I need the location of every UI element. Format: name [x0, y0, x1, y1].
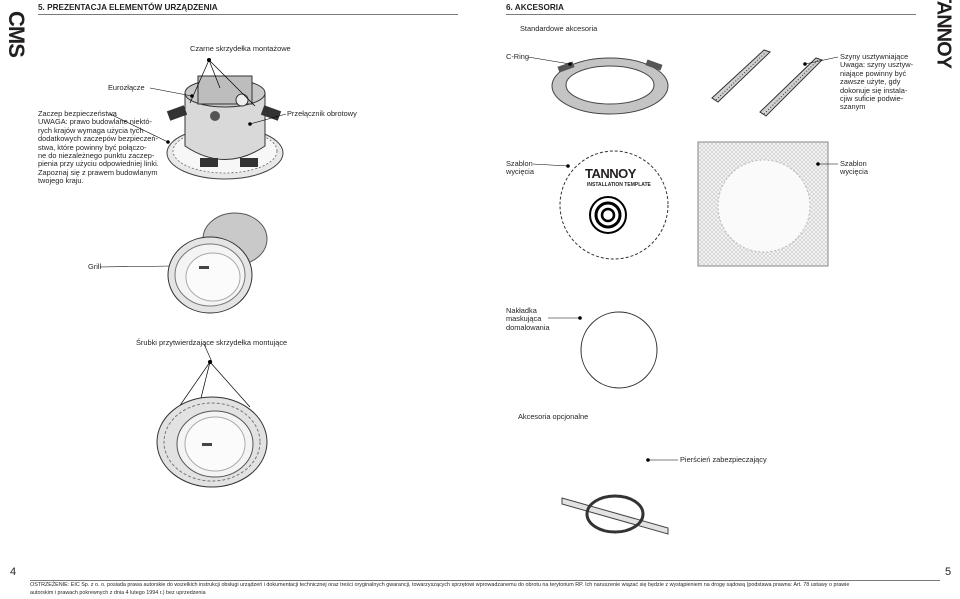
speaker-front-illustration [167, 212, 268, 314]
label-srubki: Śrubki przytwierdzające skrzydełka montu… [136, 338, 288, 347]
label-szablon-right: Szablon wycięcia [840, 159, 868, 177]
mesh-template-illustration [697, 141, 829, 267]
label-szyny: Szyny usztywniające Uwaga: szyny usztyw-… [840, 52, 914, 112]
c-ring-illustration [551, 57, 669, 115]
right-section-title: 6. AKCESORIA [506, 3, 564, 12]
footer-warning-line1: OSTRZEŻENIE: EIC Sp. z o. o. posiada pra… [30, 582, 850, 588]
footer-rule [30, 580, 940, 581]
label-pierscien: Pierścień zabezpieczający [680, 455, 767, 464]
label-grill: Grill [88, 262, 102, 271]
page-number-right: 5 [945, 566, 952, 578]
label-akcesoria-opcjonalne: Akcesoria opcjonalne [518, 412, 589, 421]
template-caption: INSTALLATION TEMPLATE [587, 182, 651, 188]
label-eurozlacze: Eurozłącze [108, 83, 145, 92]
label-szablon-left: Szablon wycięcia [506, 159, 534, 177]
label-nakladka: Nakładka maskująca domalowania [506, 306, 550, 332]
label-zaczep-bezpieczenstwa: Zaczep bezpieczeństwa UWAGA: prawo budow… [38, 109, 159, 186]
template-logo: TANNOY [585, 166, 636, 181]
installation-template-illustration [559, 150, 669, 260]
left-header-rule [38, 14, 458, 15]
label-przelacznik: Przełącznik obrotowy [287, 109, 357, 118]
paint-mask-illustration [580, 311, 658, 389]
tie-bars-illustration [711, 49, 823, 117]
speaker-rear-illustration [166, 58, 284, 180]
page-number-left: 4 [10, 566, 17, 578]
subtitle-standardowe: Standardowe akcesoria [520, 24, 598, 33]
label-czarne-skrzydelka: Czarne skrzydełka montażowe [190, 44, 291, 53]
safety-ring-illustration [561, 494, 669, 535]
left-section-title: 5. PREZENTACJA ELEMENTÓW URZĄDZENIA [38, 3, 218, 12]
label-c-ring: C-Ring [506, 52, 529, 61]
speaker-screws-illustration [156, 360, 268, 488]
footer-warning-line2: autorskim i prawach pokrewnych z dnia 4 … [30, 590, 206, 596]
right-header-rule [506, 14, 916, 15]
